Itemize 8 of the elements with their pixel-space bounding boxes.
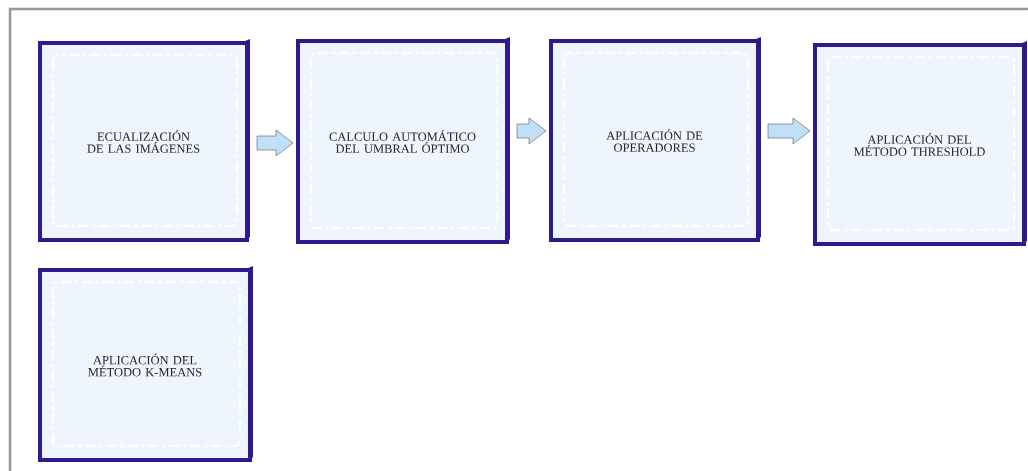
- block-arrow: [256, 129, 294, 157]
- process-box: CALCULO AUTOMÁTICO DEL UMBRAL ÓPTIMO: [296, 37, 510, 244]
- process-box: ECUALIZACIÓN DE LAS IMÁGENES: [38, 39, 250, 242]
- process-box: APLICACIÓN DEL MÉTODO THRESHOLD: [813, 41, 1027, 246]
- process-box: APLICACIÓN DEL MÉTODO K-MEANS: [38, 266, 253, 462]
- block-arrow: [516, 117, 547, 145]
- process-box: APLICACIÓN DE OPERADORES: [549, 37, 761, 242]
- block-arrow: [767, 117, 811, 145]
